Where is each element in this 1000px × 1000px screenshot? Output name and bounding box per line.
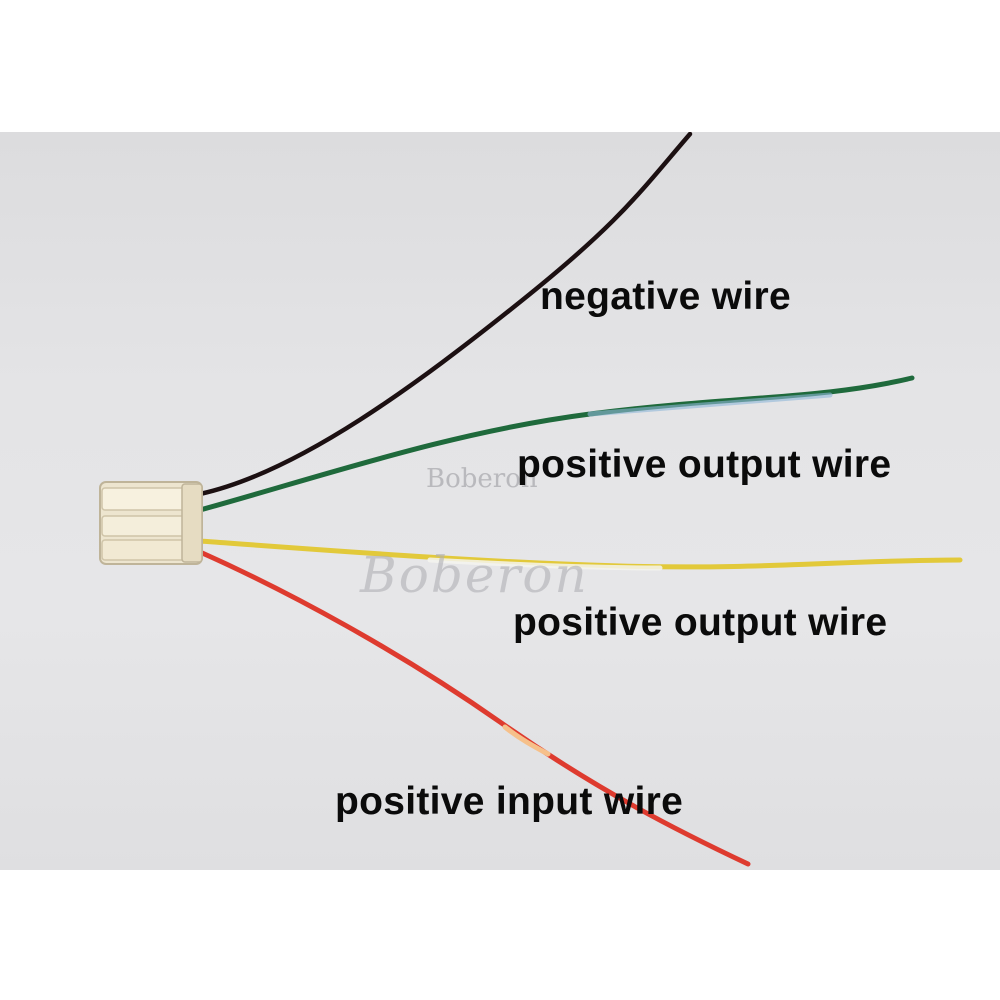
- wiring-harness-illustration: [99, 132, 963, 867]
- watermark-small: Boberon: [426, 464, 538, 494]
- positive-input-wire: [197, 549, 751, 867]
- label-negative-wire: negative wire: [540, 275, 792, 318]
- connector-plug: [99, 481, 203, 565]
- label-positive-output-wire-2: positive output wire: [513, 601, 888, 644]
- label-positive-output-wire-1: positive output wire: [517, 443, 892, 486]
- label-positive-input-wire: positive input wire: [335, 780, 684, 823]
- yellow-wire-glare: [427, 557, 663, 571]
- green-wire-glare: [587, 392, 833, 417]
- product-photo: Boberon Boberon negative wire positive o…: [0, 132, 1000, 870]
- negative-wire: [197, 132, 693, 497]
- watermark-large: Boberon: [360, 546, 589, 604]
- red-wire-glare: [502, 724, 551, 757]
